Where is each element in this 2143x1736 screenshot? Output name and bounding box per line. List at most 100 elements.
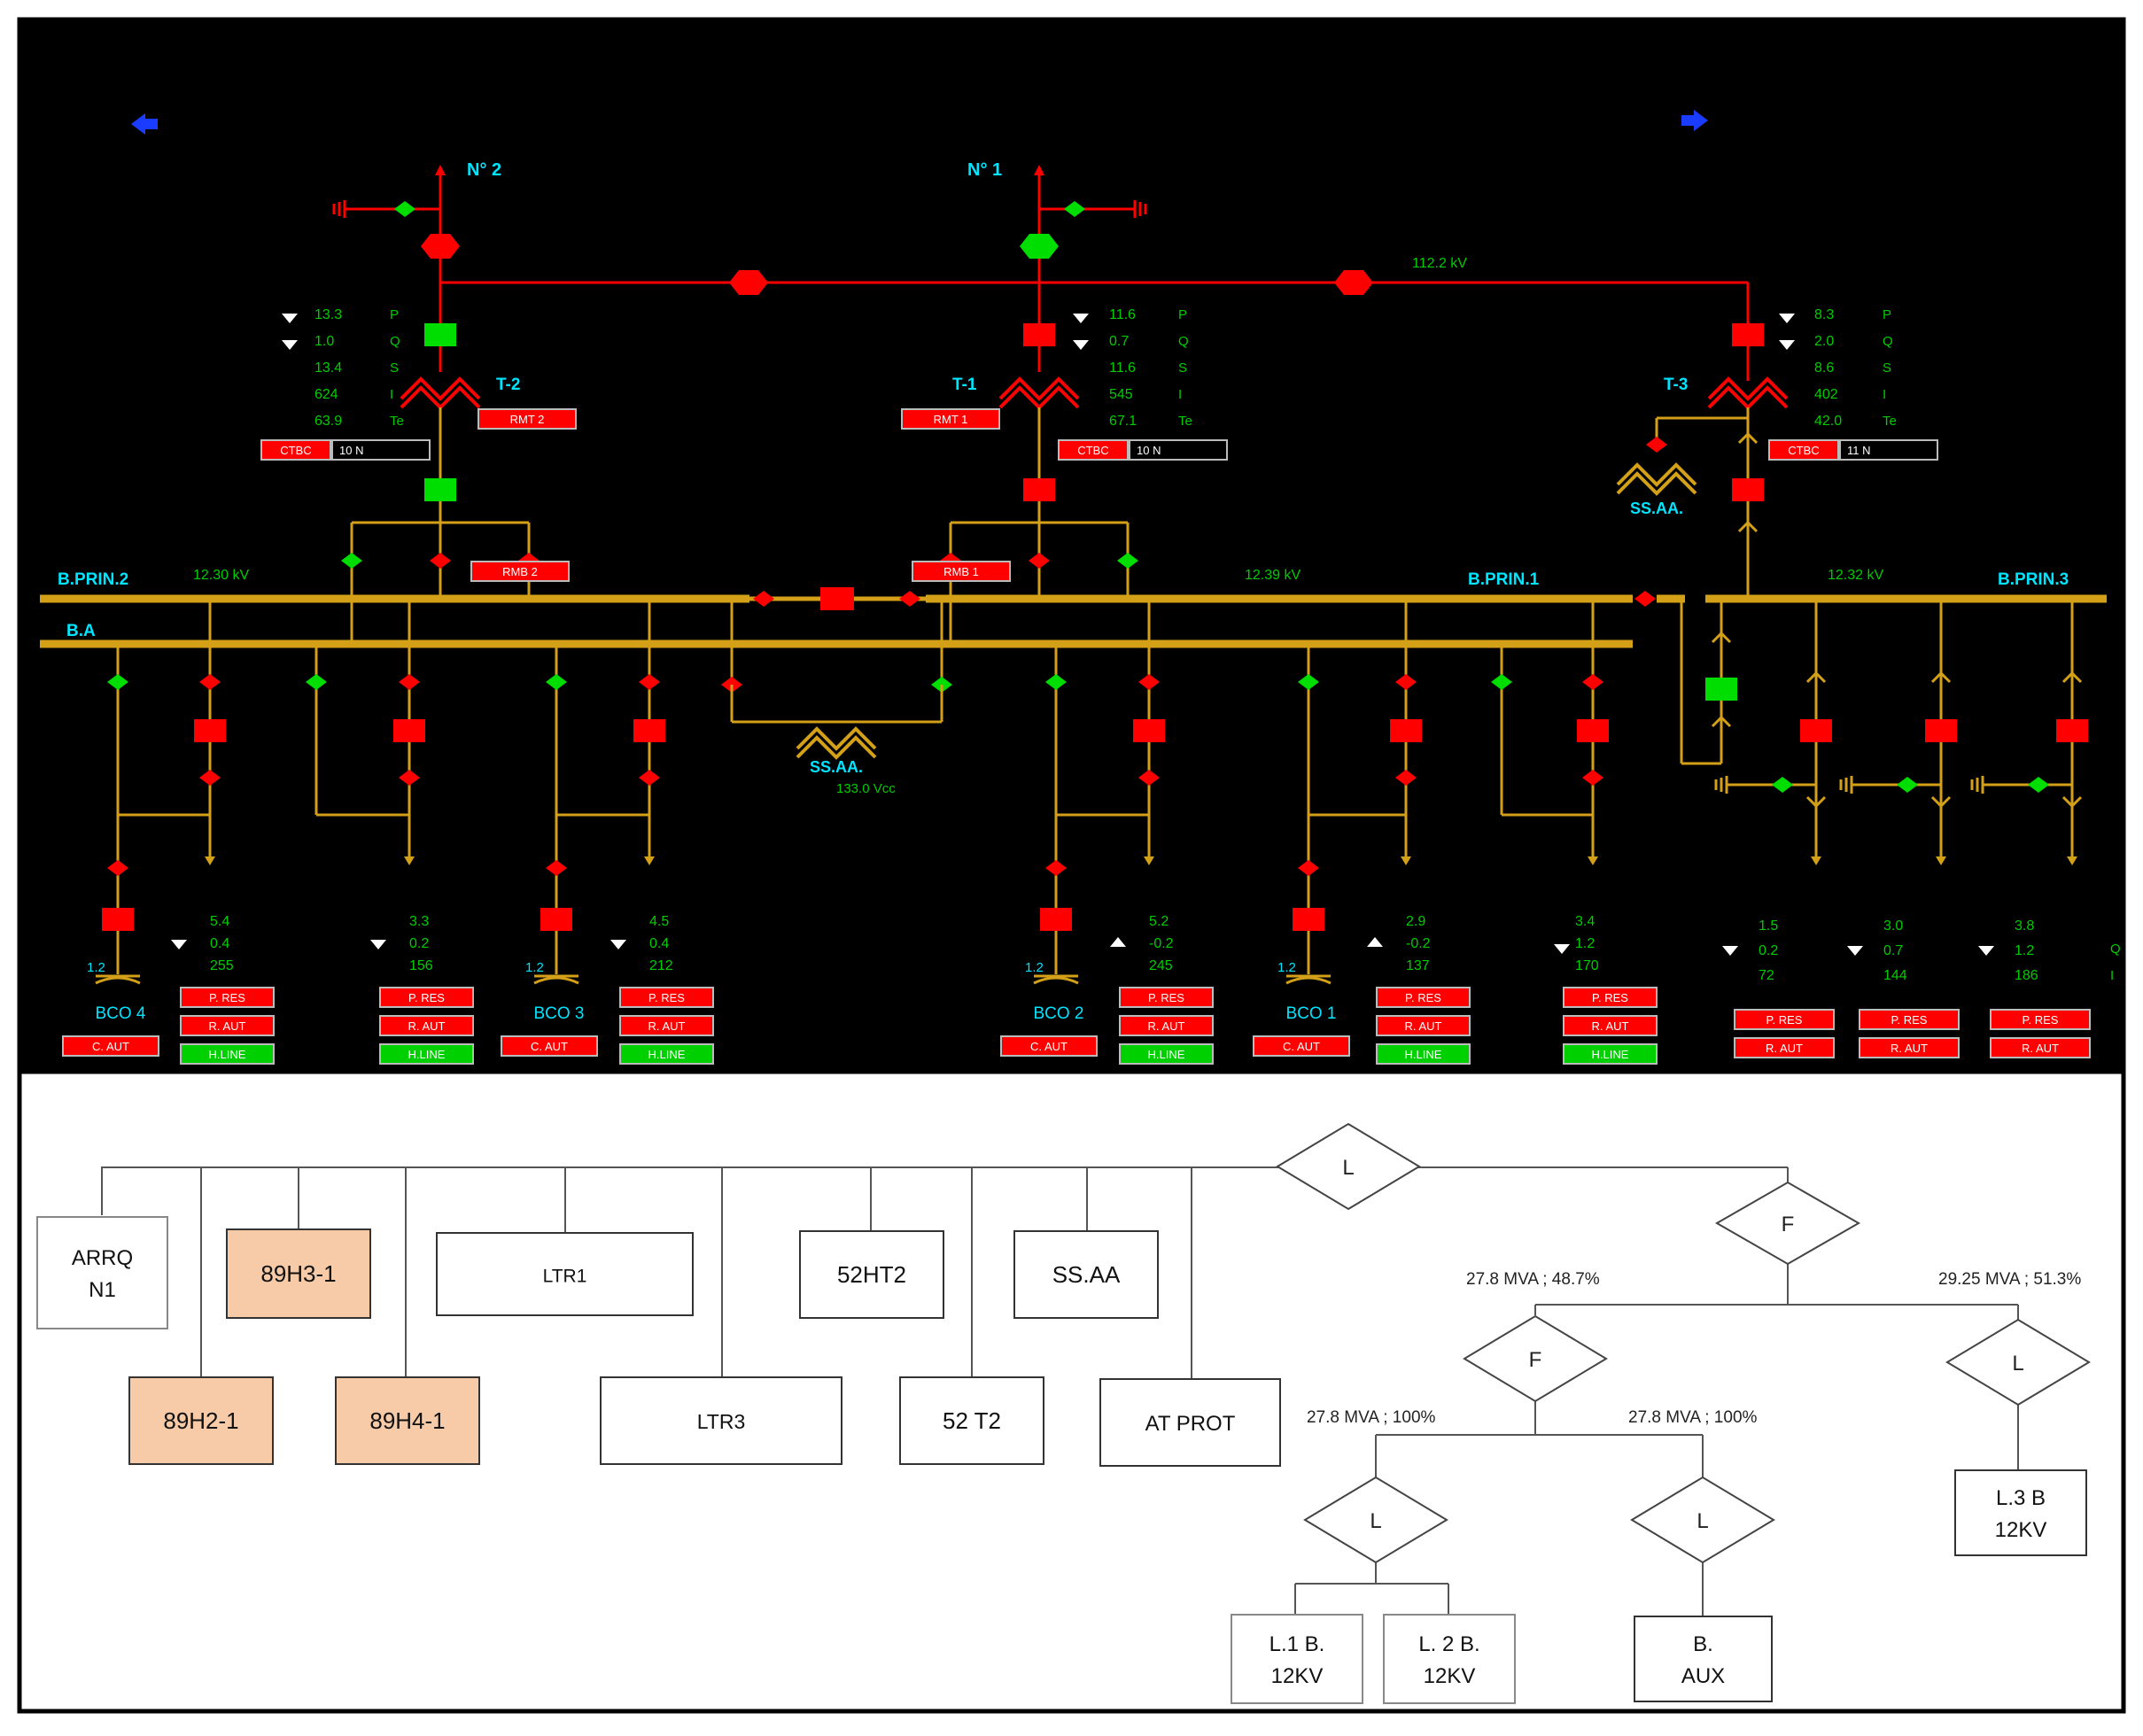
cap-3-caut-button bbox=[1000, 1035, 1098, 1057]
feeder-2-raut-button bbox=[379, 1015, 474, 1036]
top-gate-label: L bbox=[1342, 1156, 1354, 1180]
transformer-2-value-2: 11.6 bbox=[1109, 360, 1136, 376]
feeder-6-pres-button bbox=[1563, 987, 1658, 1008]
feeder-flow-icon bbox=[1110, 937, 1126, 947]
transformer-1-value-4: 63.9 bbox=[314, 414, 342, 429]
ssaa-transformer-icon bbox=[1616, 471, 1697, 496]
feeder-7-value-0: 1.5 bbox=[1759, 918, 1778, 934]
b3-feeder-breaker bbox=[1925, 719, 1957, 742]
leaf-ltr3-label-0: LTR3 bbox=[697, 1410, 746, 1433]
feeder-5-value-2: 137 bbox=[1406, 958, 1430, 973]
transformer-3-unit-4: Te bbox=[1883, 414, 1897, 429]
feeder-8-raut-button-label: R. AUT bbox=[1891, 1042, 1928, 1055]
feeder-7-raut-button bbox=[1734, 1037, 1835, 1058]
feeder-4-hline-button bbox=[1119, 1043, 1214, 1065]
scada-background bbox=[19, 19, 2124, 1072]
feeder-last-unit-q: Q bbox=[2110, 942, 2121, 957]
cap-breaker bbox=[102, 908, 134, 931]
transformer-1-value-1: 1.0 bbox=[314, 334, 334, 349]
split1-right: 29.25 MVA ; 51.3% bbox=[1938, 1270, 2081, 1289]
transformer-2-status1 bbox=[1058, 439, 1129, 461]
t3-lv-breaker bbox=[1732, 478, 1764, 501]
feeder-main-switch bbox=[199, 674, 221, 690]
flow-chevron-icon bbox=[1737, 520, 1759, 533]
bus-bprin2-label: B.PRIN.2 bbox=[58, 570, 128, 589]
feeder-9-value-2: 186 bbox=[2015, 968, 2038, 983]
transformer-3-value-4: 42.0 bbox=[1814, 414, 1842, 429]
transformer-1-name: T-2 bbox=[496, 376, 520, 394]
gate-l3b-label: L bbox=[2012, 1352, 2023, 1376]
leaf-89h4-1-label-0: 89H4-1 bbox=[369, 1407, 445, 1434]
feeder-2-raut-button-label: R. AUT bbox=[408, 1019, 446, 1033]
feeder-6-raut-button-label: R. AUT bbox=[1592, 1019, 1629, 1033]
feeder-flow-icon bbox=[1722, 946, 1738, 956]
feeder-switch-lower bbox=[639, 770, 660, 786]
cap-switch bbox=[1045, 860, 1067, 876]
transformer-2-value-4: 67.1 bbox=[1109, 414, 1137, 429]
cap-1-name: BCO 4 bbox=[95, 1004, 145, 1023]
leaf-89h4-1 bbox=[335, 1376, 480, 1465]
leaf-52t2-label-0: 52 T2 bbox=[943, 1407, 1001, 1434]
leaf-b-aux bbox=[1634, 1616, 1773, 1702]
leaf-89h2-1-label-0: 89H2-1 bbox=[163, 1407, 238, 1434]
feeder-flow-icon bbox=[1554, 944, 1570, 954]
feeder-5-hline-button-label: H.LINE bbox=[1405, 1048, 1442, 1061]
transformer-1-status1-label: CTBC bbox=[280, 444, 311, 457]
feeder-out-arrow-icon bbox=[644, 856, 655, 865]
cap-1-caut-button-label: C. AUT bbox=[92, 1040, 129, 1053]
feeder-3-value-1: 0.4 bbox=[649, 936, 669, 951]
transformer-1-status2-label: 10 N bbox=[339, 444, 363, 457]
feeder-breaker bbox=[1390, 719, 1422, 742]
transformer-3-unit-1: Q bbox=[1883, 334, 1893, 349]
coupler-switch-right bbox=[899, 591, 920, 607]
transformer-q-flow-icon bbox=[282, 340, 298, 350]
feeder-4-pres-button bbox=[1119, 987, 1214, 1008]
feeder-4-value-2: 245 bbox=[1149, 958, 1173, 973]
feeder-out-arrow-icon bbox=[1811, 856, 1821, 865]
feeder-7-pres-button bbox=[1734, 1009, 1835, 1030]
nav-right-arrow-icon bbox=[1681, 110, 1708, 131]
b3-earth-switch bbox=[1897, 777, 1918, 793]
leaf-b-aux-label-1: AUX bbox=[1681, 1664, 1725, 1688]
feeder-8-value-0: 3.0 bbox=[1883, 918, 1903, 934]
feeder-main-switch bbox=[399, 674, 420, 690]
cap-2-name: BCO 3 bbox=[533, 1004, 584, 1023]
feeder-6-value-1: 1.2 bbox=[1575, 936, 1595, 951]
bus-bprin2-kv: 12.30 kV bbox=[193, 568, 249, 583]
split2-left: 27.8 MVA ; 100% bbox=[1307, 1408, 1436, 1427]
feeder-1-raut-button bbox=[180, 1015, 275, 1036]
feeder-9-raut-button bbox=[1990, 1037, 2091, 1058]
b3-feeder-breaker bbox=[1800, 719, 1832, 742]
transformer-3-icon bbox=[1707, 376, 1789, 401]
cap-1-level: 1.2 bbox=[87, 960, 105, 975]
feeder-out-arrow-icon bbox=[1936, 856, 1946, 865]
feeder-out-arrow-icon bbox=[1588, 856, 1598, 865]
transformer-3-status2 bbox=[1839, 439, 1938, 461]
transformer-p-flow-icon bbox=[282, 314, 298, 323]
feeder-switch-lower bbox=[1138, 770, 1160, 786]
feeder-a-switch bbox=[306, 674, 327, 690]
lv-switch bbox=[1029, 553, 1050, 569]
feeder-a-switch bbox=[107, 674, 128, 690]
feeder-3-hline-button bbox=[619, 1043, 714, 1065]
flow-chevron-icon bbox=[1805, 795, 1827, 809]
leaf-arrq-n1-label-0: ARRQ bbox=[72, 1246, 133, 1270]
capacitor-icon bbox=[533, 976, 579, 985]
ssaa-switch bbox=[1646, 437, 1667, 453]
coupler-tag-rmb1 bbox=[912, 561, 1011, 582]
incomer-arrow-icon bbox=[435, 165, 446, 175]
leaf-l1b-12kv-label-1: 12KV bbox=[1271, 1664, 1324, 1688]
bus-bprin3-kv: 12.32 kV bbox=[1828, 568, 1883, 583]
coupler-tag-rmb2 bbox=[470, 561, 570, 582]
gate-f2-label: F bbox=[1529, 1348, 1542, 1372]
feeder-breaker bbox=[633, 719, 665, 742]
feeder-9-raut-button-label: R. AUT bbox=[2022, 1042, 2059, 1055]
flow-chevron-icon bbox=[1737, 431, 1759, 445]
feeder-flow-icon bbox=[370, 940, 386, 949]
transformer-q-flow-icon bbox=[1779, 340, 1795, 350]
ssaa-transformer-icon bbox=[1616, 462, 1697, 487]
transformer-2-name: T-1 bbox=[952, 376, 977, 394]
feeder-breaker bbox=[1577, 719, 1609, 742]
feeder-8-pres-button-label: P. RES bbox=[1891, 1013, 1928, 1027]
